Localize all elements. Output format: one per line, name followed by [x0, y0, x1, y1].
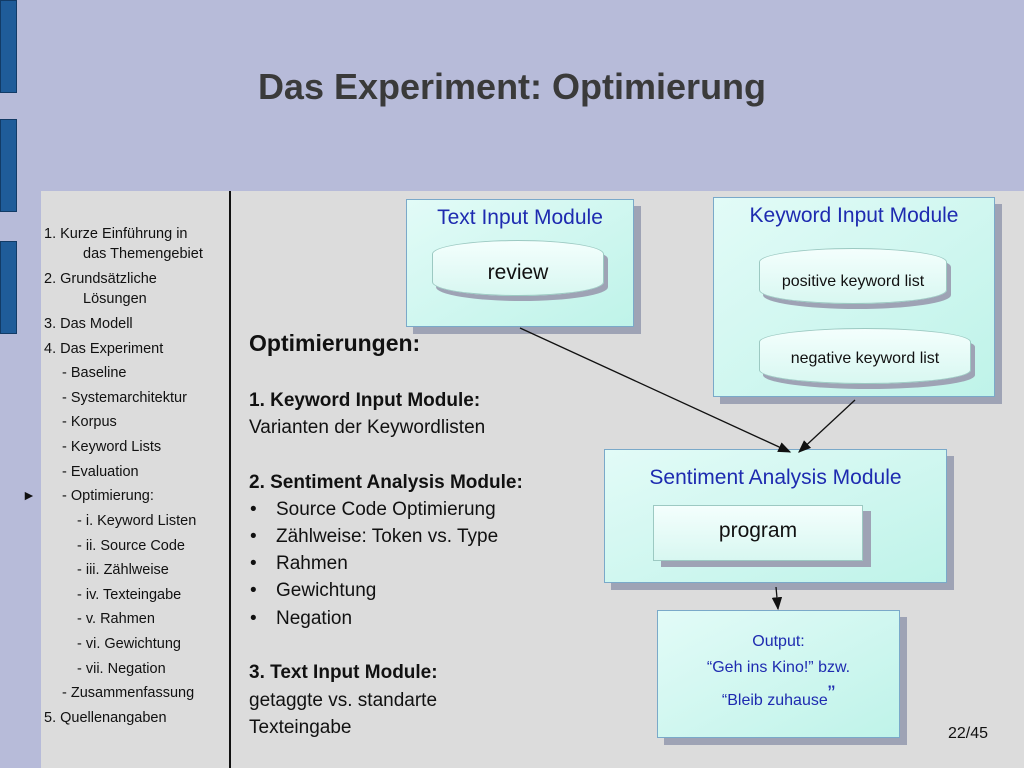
program-label: program: [718, 519, 798, 542]
bullet-icon: •: [250, 553, 257, 574]
bullet-icon: •: [250, 526, 257, 547]
slide-page-number: 22/45: [948, 725, 989, 742]
nav-item-optimierung[interactable]: - Optimierung:: [62, 488, 154, 504]
section-3-line-2: Texteingabe: [249, 717, 352, 738]
nav-item-evaluation[interactable]: - Evaluation: [62, 464, 139, 480]
output-box: Output: “Geh ins Kino!” bzw. “Bleib zuha…: [657, 610, 900, 738]
nav-item-negation[interactable]: - vii. Negation: [77, 661, 166, 677]
negative-keyword-label: negative keyword list: [790, 350, 940, 367]
side-tab-1: [0, 0, 17, 93]
nav-item-source-code[interactable]: - ii. Source Code: [77, 538, 185, 554]
section-2-title: 2. Sentiment Analysis Module:: [249, 472, 523, 493]
nav-item-zaehlweise[interactable]: - iii. Zählweise: [77, 562, 169, 578]
nav-item-modell[interactable]: 3. Das Modell: [44, 316, 133, 332]
nav-item-einfuehrung-cont[interactable]: das Themengebiet: [83, 246, 203, 262]
keyword-input-module-title: Keyword Input Module: [749, 204, 959, 227]
nav-item-keyword-listen[interactable]: - i. Keyword Listen: [77, 513, 197, 529]
nav-divider: [229, 191, 231, 768]
current-section-arrow-icon: ►: [22, 487, 36, 503]
side-tab-2: [0, 119, 17, 212]
nav-item-quellenangaben[interactable]: 5. Quellenangaben: [44, 710, 167, 726]
list-item: Rahmen: [276, 553, 348, 574]
section-1-title: 1. Keyword Input Module:: [249, 390, 481, 411]
nav-item-grundsaetzliche-cont[interactable]: Lösungen: [83, 291, 147, 307]
list-item: Source Code Optimierung: [276, 499, 496, 520]
side-tab-3: [0, 241, 17, 334]
bullet-icon: •: [250, 499, 257, 520]
text-input-module-title: Text Input Module: [437, 206, 603, 229]
positive-keyword-label: positive keyword list: [781, 273, 925, 290]
nav-item-rahmen[interactable]: - v. Rahmen: [77, 611, 155, 627]
review-label: review: [487, 261, 549, 284]
nav-item-baseline[interactable]: - Baseline: [62, 365, 127, 381]
optimierungen-heading: Optimierungen:: [249, 330, 421, 356]
slide-title: Das Experiment: Optimierung: [257, 66, 767, 107]
list-item: Negation: [276, 608, 353, 629]
arrow-sentiment-to-output: [771, 586, 783, 611]
nav-item-experiment[interactable]: 4. Das Experiment: [44, 341, 164, 357]
arrow-keyword-to-sentiment: [798, 399, 856, 453]
section-3-title: 3. Text Input Module:: [249, 662, 438, 683]
nav-item-texteingabe[interactable]: - iv. Texteingabe: [77, 587, 182, 603]
review-cylinder: review: [432, 240, 604, 296]
nav-item-einfuehrung[interactable]: 1. Kurze Einführung in: [44, 226, 188, 242]
program-box: program: [653, 505, 863, 561]
nav-item-keyword-lists[interactable]: - Keyword Lists: [62, 439, 162, 455]
bullet-icon: •: [250, 580, 257, 601]
keyword-input-module: Keyword Input Module positive keyword li…: [713, 197, 995, 397]
output-line-2: “Geh ins Kino!” bzw.: [706, 659, 851, 676]
output-line-3: “Bleib zuhause”: [721, 681, 836, 709]
positive-keyword-cylinder: positive keyword list: [759, 248, 947, 304]
section-1-text: Varianten der Keywordlisten: [249, 417, 486, 438]
arrow-text-to-sentiment: [519, 327, 792, 453]
nav-item-gewichtung[interactable]: - vi. Gewichtung: [77, 636, 181, 652]
nav-item-korpus[interactable]: - Korpus: [62, 414, 117, 430]
sentiment-analysis-module-title: Sentiment Analysis Module: [649, 466, 902, 489]
section-3-line-1: getaggte vs. standarte: [249, 690, 438, 711]
negative-keyword-cylinder: negative keyword list: [759, 328, 971, 384]
nav-item-grundsaetzliche[interactable]: 2. Grundsätzliche: [44, 271, 157, 287]
output-text: Output: “Geh ins Kino!” bzw. “Bleib zuha…: [658, 629, 899, 714]
text-input-module: Text Input Module review: [406, 199, 634, 327]
closing-quote: ”: [827, 681, 836, 706]
bullet-icon: •: [250, 608, 257, 629]
list-item: Zählweise: Token vs. Type: [276, 526, 499, 547]
sentiment-analysis-module: Sentiment Analysis Module program: [604, 449, 947, 583]
nav-item-systemarchitektur[interactable]: - Systemarchitektur: [62, 390, 187, 406]
output-label: Output:: [752, 633, 805, 650]
nav-item-zusammenfassung[interactable]: - Zusammenfassung: [62, 685, 195, 701]
list-item: Gewichtung: [276, 580, 377, 601]
